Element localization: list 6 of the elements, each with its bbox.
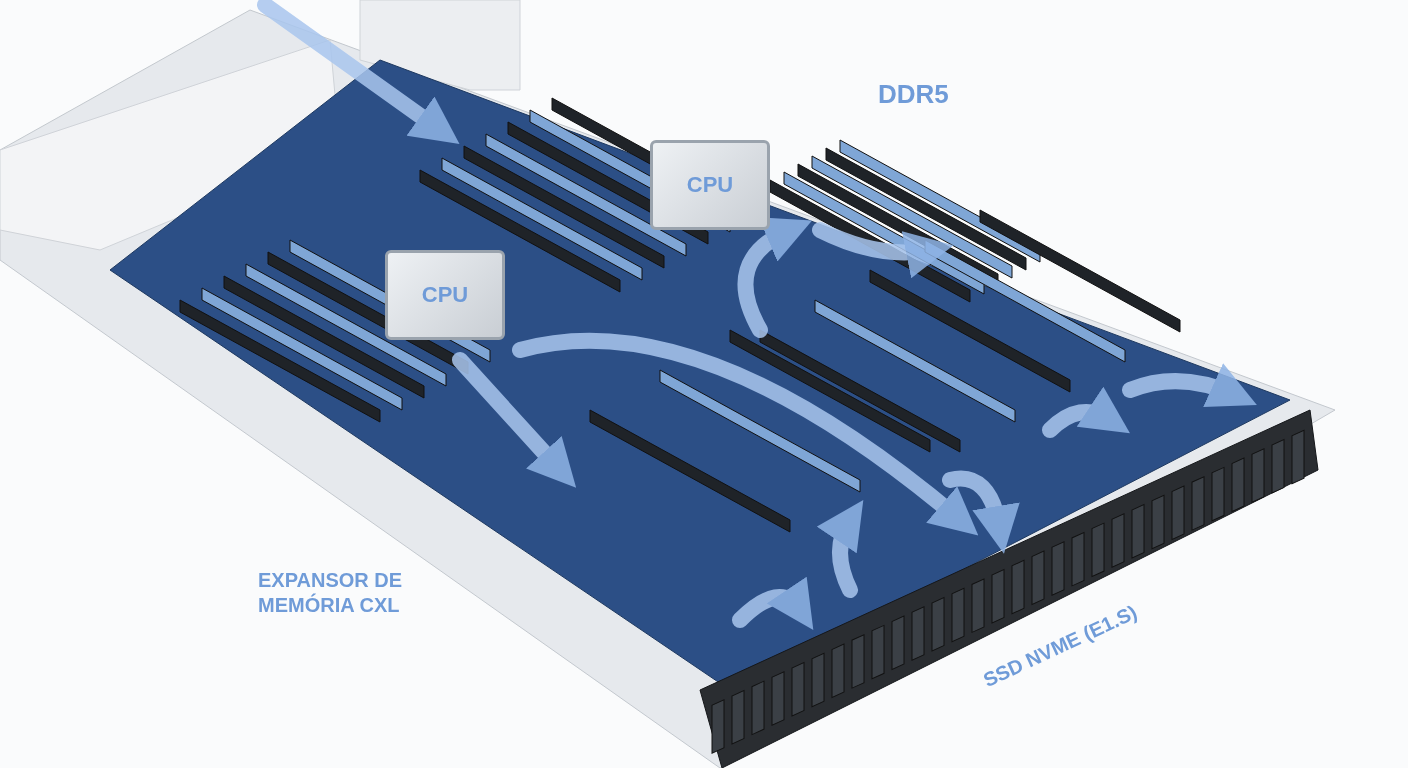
part-label: EXPANSOR DE MEMÓRIA CXL bbox=[258, 568, 404, 618]
cpu-chip bbox=[385, 250, 505, 340]
part-label: DDR5 bbox=[878, 78, 949, 111]
cpu-chip bbox=[650, 140, 770, 230]
chip-label: CPU bbox=[421, 282, 469, 308]
chip-label: CPU bbox=[686, 172, 734, 198]
